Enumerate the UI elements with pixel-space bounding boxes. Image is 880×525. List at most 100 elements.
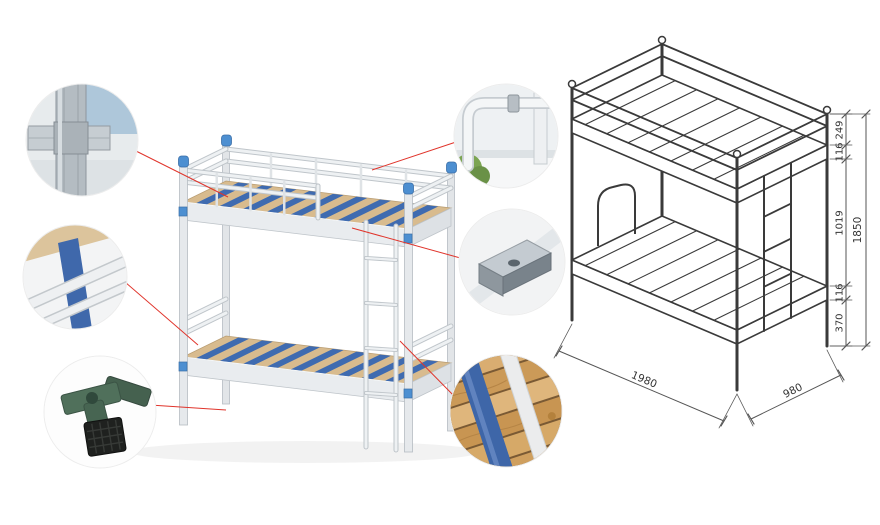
callout-line-joint bbox=[133, 149, 229, 198]
deck-top bbox=[570, 74, 829, 190]
tick bbox=[841, 140, 851, 150]
post-cap bbox=[221, 134, 232, 147]
rail bbox=[406, 338, 453, 363]
dimension-line bbox=[558, 350, 725, 422]
junction-clip bbox=[403, 233, 413, 244]
ladder-rung bbox=[364, 346, 398, 352]
strap-band bbox=[360, 357, 415, 380]
tick bbox=[841, 109, 851, 119]
post-cap bbox=[403, 182, 414, 195]
dim-lower-frame-depth: 116 bbox=[835, 283, 846, 302]
extension-line bbox=[736, 393, 754, 427]
slat-line bbox=[670, 257, 762, 303]
dimension-drawing bbox=[567, 35, 832, 392]
slat-line bbox=[627, 239, 719, 285]
junction-clip bbox=[178, 361, 188, 372]
post-knob bbox=[657, 35, 667, 45]
callout-frame-joint bbox=[25, 83, 139, 197]
bunk-bed-photo-front bbox=[178, 134, 457, 453]
ladder-rung bbox=[763, 237, 792, 253]
callout-connector-lines bbox=[124, 141, 465, 411]
slat-line bbox=[606, 89, 698, 135]
callout-foot-connectors bbox=[43, 355, 157, 469]
junction-clip bbox=[403, 388, 413, 399]
headboard-corner-image bbox=[23, 225, 127, 329]
foot-connectors-image bbox=[44, 356, 156, 468]
tick bbox=[747, 413, 755, 425]
tick bbox=[841, 341, 851, 351]
strap-band bbox=[313, 196, 368, 219]
tick bbox=[841, 281, 851, 291]
guardrail bbox=[571, 43, 663, 89]
rail bbox=[224, 159, 453, 190]
extension-line bbox=[718, 393, 738, 429]
strap-band bbox=[266, 345, 321, 369]
dim-bed-width: 980 bbox=[781, 381, 804, 401]
dim-upper-frame-depth: 116 bbox=[835, 142, 846, 161]
dim-top-rail-height: 249 bbox=[835, 120, 846, 139]
ladder-rung bbox=[763, 272, 792, 288]
guardrail-tube-image bbox=[454, 84, 558, 188]
black-foot-pad bbox=[83, 417, 127, 457]
frame-bracket-image bbox=[459, 209, 565, 315]
callout-line-feet bbox=[149, 404, 227, 411]
callout-headboard-corner bbox=[22, 224, 128, 330]
strap-band bbox=[289, 348, 344, 372]
post-front-head bbox=[179, 166, 188, 426]
slat-line bbox=[713, 275, 805, 321]
rail bbox=[181, 147, 228, 172]
dim-under-clearance: 370 bbox=[835, 313, 846, 332]
deck-edge-highlight bbox=[182, 201, 409, 230]
rail bbox=[406, 324, 453, 349]
bed-shadow bbox=[130, 441, 480, 463]
rail bbox=[181, 297, 228, 322]
guardrail bbox=[571, 87, 738, 159]
tick bbox=[555, 345, 563, 357]
slat-line bbox=[584, 221, 676, 267]
callout-line-bracket bbox=[351, 227, 465, 260]
callout-guardrail-tube bbox=[453, 83, 559, 189]
strap-band bbox=[195, 337, 250, 360]
rail bbox=[224, 147, 453, 178]
tick bbox=[841, 295, 851, 305]
tick bbox=[837, 369, 845, 381]
rail bbox=[181, 311, 228, 336]
tick bbox=[841, 154, 851, 164]
ladder-rung bbox=[763, 202, 792, 218]
slat-line bbox=[648, 248, 741, 294]
post-knob bbox=[822, 105, 832, 115]
tick bbox=[861, 341, 871, 351]
guardrail bbox=[736, 113, 828, 159]
strap-band bbox=[313, 351, 368, 374]
slat-line bbox=[606, 230, 698, 276]
guardrail bbox=[661, 55, 828, 127]
post-knob bbox=[567, 79, 577, 89]
slat-line bbox=[670, 116, 762, 162]
dimension-line bbox=[750, 374, 842, 420]
strap-band bbox=[337, 199, 391, 222]
slat-line bbox=[691, 125, 784, 171]
tick bbox=[720, 415, 728, 427]
rail bbox=[406, 186, 453, 211]
guardrail bbox=[571, 99, 738, 171]
ladder-rung bbox=[364, 301, 398, 307]
callout-frame-bracket bbox=[458, 208, 566, 316]
ladder-rung bbox=[364, 391, 398, 397]
slat-line bbox=[584, 80, 676, 126]
callout-line-guardrail bbox=[371, 141, 457, 171]
headboard-arch bbox=[597, 183, 636, 246]
slat-straps-image bbox=[450, 355, 562, 467]
tick bbox=[861, 109, 871, 119]
junction-clip bbox=[178, 206, 188, 217]
strap-band bbox=[219, 340, 273, 363]
ladder-rung bbox=[364, 256, 398, 262]
callout-line-corner bbox=[124, 281, 199, 346]
guardrail bbox=[571, 55, 663, 101]
slat-line bbox=[627, 98, 719, 144]
strap-band bbox=[242, 343, 297, 366]
dim-overall-height: 1850 bbox=[852, 217, 864, 244]
callout-slat-straps bbox=[449, 354, 563, 468]
post-cap bbox=[446, 161, 457, 174]
